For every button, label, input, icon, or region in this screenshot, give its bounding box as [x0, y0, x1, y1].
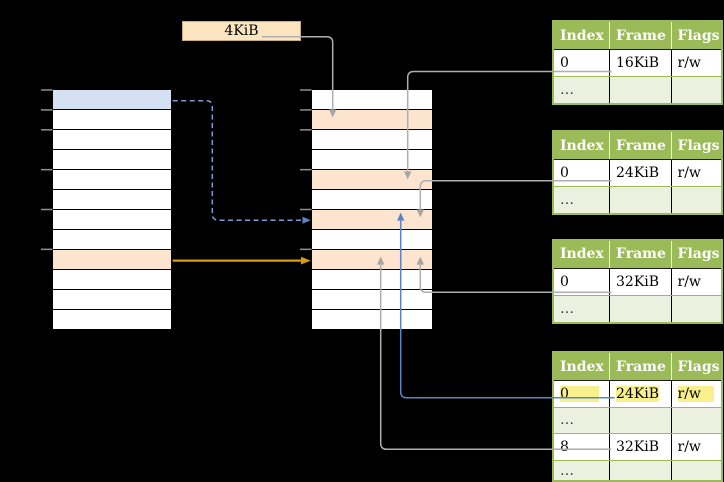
memory-cell [312, 230, 432, 250]
table-cell [670, 460, 722, 481]
highlighted-value: r/w [677, 385, 714, 402]
table-cell: 0 [560, 165, 569, 181]
table-cell: 8 [560, 439, 569, 456]
physical-memory-column [311, 89, 433, 330]
table-cell [609, 407, 671, 434]
memory-cell [53, 250, 171, 270]
memory-cell [312, 130, 432, 150]
arrow-virtual-page-translation-orange [172, 256, 311, 265]
table-row: … [554, 406, 722, 434]
table-cell [670, 187, 722, 213]
page-size-label-box: 4KiB [182, 21, 301, 41]
memory-cell [312, 110, 432, 130]
table-cell: 32KiB [609, 268, 671, 295]
memory-cell [53, 110, 171, 130]
highlighted-value: 0 [560, 385, 599, 402]
table-row: … [554, 186, 721, 213]
header-cell-frame: Frame [609, 132, 671, 159]
header-cell-frame: Frame [609, 240, 671, 268]
header-cell-flags: Flags [670, 240, 722, 268]
header-cell-index: Index [560, 358, 604, 375]
virtual-memory-column [52, 89, 172, 330]
memory-cell [312, 150, 432, 170]
table-cell: r/w [670, 268, 722, 295]
table-cell: 24KiB [609, 381, 671, 407]
memory-cell [312, 250, 432, 270]
table-cell: … [560, 192, 574, 208]
header-cell-index: Index [560, 246, 604, 262]
table-cell [670, 77, 722, 103]
memory-cell [53, 310, 171, 329]
table-row: … [554, 294, 722, 322]
memory-cell [312, 190, 432, 210]
table-cell: r/w [670, 434, 722, 460]
header-cell-frame: Frame [609, 353, 671, 380]
table-cell [670, 295, 722, 322]
memory-cell [312, 210, 432, 230]
table-cell: 16KiB [609, 50, 671, 76]
table-cell: … [560, 462, 574, 479]
arrow-virtual-page-translation-dashed [172, 100, 311, 224]
table-cell: … [560, 412, 574, 429]
memory-cell [312, 310, 432, 329]
header-cell-frame: Frame [609, 22, 671, 49]
table-row: … [554, 76, 721, 103]
header-cell-index: Index [560, 27, 604, 44]
memory-cell [53, 210, 171, 230]
memory-cell [312, 290, 432, 310]
table-cell: 32KiB [609, 434, 671, 460]
table-row: … [554, 459, 722, 481]
table-cell: … [560, 300, 574, 317]
memory-cell [53, 150, 171, 170]
table-cell: 0 [560, 273, 569, 290]
header-cell-index: Index [560, 137, 604, 154]
memory-cell [53, 270, 171, 290]
memory-cell [53, 290, 171, 310]
table-cell: 0 [560, 55, 569, 71]
memory-cell [53, 190, 171, 210]
memory-cell [53, 90, 171, 110]
table-row: 0 24KiB r/w [554, 380, 721, 407]
table-cell [670, 407, 722, 434]
memory-cell [312, 170, 432, 190]
header-cell-flags: Flags [670, 132, 722, 159]
table-cell [609, 187, 671, 213]
page-size-label: 4KiB [224, 23, 259, 39]
highlighted-value: 24KiB [616, 385, 660, 402]
table-cell: r/w [670, 160, 722, 186]
table-cell: r/w [670, 381, 722, 407]
memory-cell [53, 170, 171, 190]
table-cell [609, 77, 671, 103]
memory-cell [53, 230, 171, 250]
memory-cell [312, 90, 432, 110]
table-cell: … [560, 82, 574, 98]
table-cell [609, 295, 671, 322]
memory-cell [312, 270, 432, 290]
table-cell: 0 [554, 381, 609, 407]
table-cell: 24KiB [609, 160, 671, 186]
header-cell-flags: Flags [670, 353, 722, 380]
table-cell: r/w [670, 50, 722, 76]
header-cell-flags: Flags [670, 22, 722, 49]
memory-cell [53, 130, 171, 150]
table-cell [609, 460, 671, 481]
